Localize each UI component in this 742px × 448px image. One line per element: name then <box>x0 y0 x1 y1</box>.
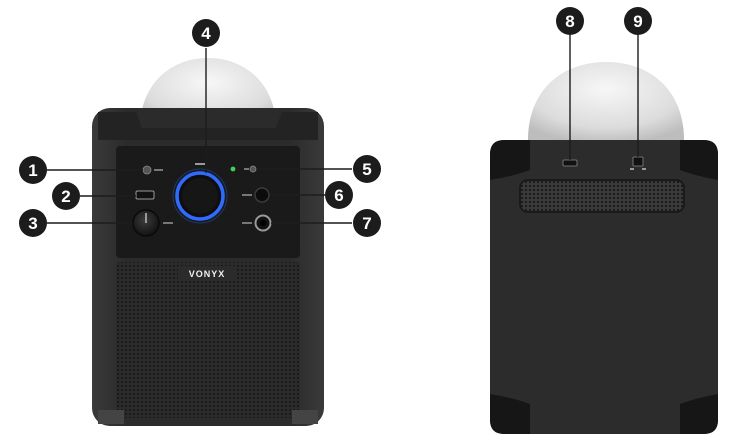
callout-2: 2 <box>52 182 80 210</box>
callout-8: 8 <box>556 7 584 35</box>
callout-1-label: 1 <box>28 161 37 180</box>
callout-4: 4 <box>192 19 220 47</box>
callout-6: 6 <box>325 181 353 209</box>
rear-vent <box>519 179 685 213</box>
callout-2-label: 2 <box>61 187 70 206</box>
mode-button[interactable] <box>142 165 152 175</box>
callout-3: 3 <box>19 209 47 237</box>
back-body <box>490 140 718 434</box>
usb-port[interactable] <box>135 190 155 200</box>
callout-9-label: 9 <box>633 12 642 31</box>
callout-4-label: 4 <box>201 24 211 43</box>
callout-8-label: 8 <box>565 12 574 31</box>
callout-5-label: 5 <box>362 160 371 179</box>
charge-port[interactable] <box>562 159 578 167</box>
callout-9: 9 <box>624 7 652 35</box>
back-dome-light <box>528 62 684 140</box>
callout-1: 1 <box>19 156 47 184</box>
callout-6-label: 6 <box>334 186 343 205</box>
callout-7-label: 7 <box>362 214 371 233</box>
status-led <box>230 166 236 172</box>
jog-wheel[interactable] <box>182 178 218 214</box>
callout-7: 7 <box>353 209 381 237</box>
front-grill <box>116 262 300 418</box>
brand-logo: VONYX <box>189 269 226 279</box>
callout-5: 5 <box>353 155 381 183</box>
aux-jack[interactable] <box>254 187 270 203</box>
callout-3-label: 3 <box>28 214 37 233</box>
back-speaker <box>490 62 718 434</box>
leader-lines <box>47 34 639 224</box>
input-button[interactable] <box>249 165 257 173</box>
front-speaker: VONYX <box>92 58 324 426</box>
power-switch[interactable] <box>632 156 644 167</box>
